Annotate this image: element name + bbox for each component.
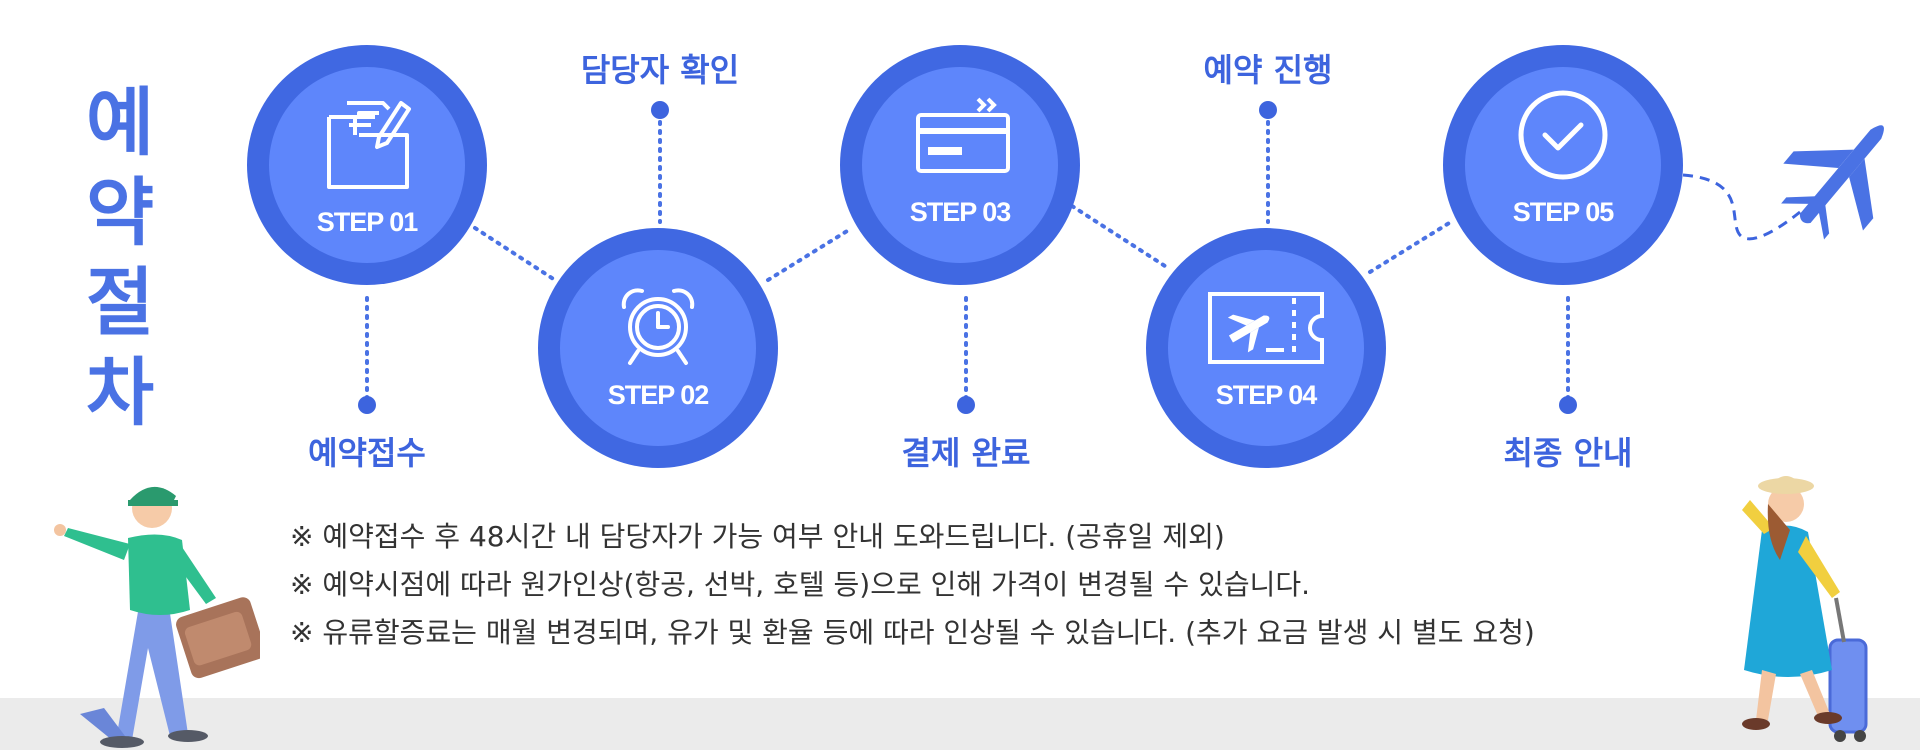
step-05-circle: STEP 05	[1443, 45, 1683, 285]
notice-item: ※ 유류할증료는 매월 변경되며, 유가 및 환율 등에 따라 인상될 수 있습…	[290, 616, 1535, 649]
title-char: 예	[85, 80, 155, 166]
alarm-clock-icon	[621, 288, 695, 365]
page-title: 예 약 절 차	[70, 78, 170, 438]
credit-card-icon	[916, 97, 1010, 173]
step-03-circle: STEP 03	[840, 45, 1080, 285]
caption-step-03: 결제 완료	[901, 434, 1031, 472]
step-04-circle: STEP 04	[1146, 228, 1386, 468]
notice-list: ※ 예약접수 후 48시간 내 담당자가 가능 여부 안내 도와드립니다. (공…	[290, 513, 1535, 657]
ground-band	[0, 698, 1920, 750]
step-02-circle: STEP 02	[538, 228, 778, 468]
step-01-circle: STEP 01	[247, 45, 487, 285]
step-label: STEP 02	[607, 380, 710, 410]
notice-item: ※ 예약접수 후 48시간 내 담당자가 가능 여부 안내 도와드립니다. (공…	[290, 520, 1225, 553]
step-label: STEP 05	[1512, 197, 1615, 227]
check-circle-icon	[1518, 90, 1608, 180]
title-char: 절	[85, 260, 155, 346]
caption-step-02: 담당자 확인	[580, 51, 740, 89]
traveler-woman-illustration	[1742, 476, 1868, 742]
plane-ticket-icon	[1208, 292, 1324, 364]
title-char: 차	[85, 350, 155, 436]
document-edit-icon	[327, 101, 411, 189]
step-label: STEP 03	[909, 197, 1012, 227]
caption-step-01: 예약접수	[308, 434, 426, 472]
traveler-man-illustration	[54, 486, 260, 748]
airplane-icon	[1781, 125, 1884, 240]
notice-item: ※ 예약시점에 따라 원가인상(항공, 선박, 호텔 등)으로 인해 가격이 변…	[290, 568, 1310, 601]
step-label: STEP 01	[316, 207, 419, 237]
caption-step-04: 예약 진행	[1203, 51, 1333, 89]
title-char: 약	[85, 170, 155, 256]
step-label: STEP 04	[1215, 380, 1318, 410]
caption-step-05: 최종 안내	[1503, 434, 1633, 472]
